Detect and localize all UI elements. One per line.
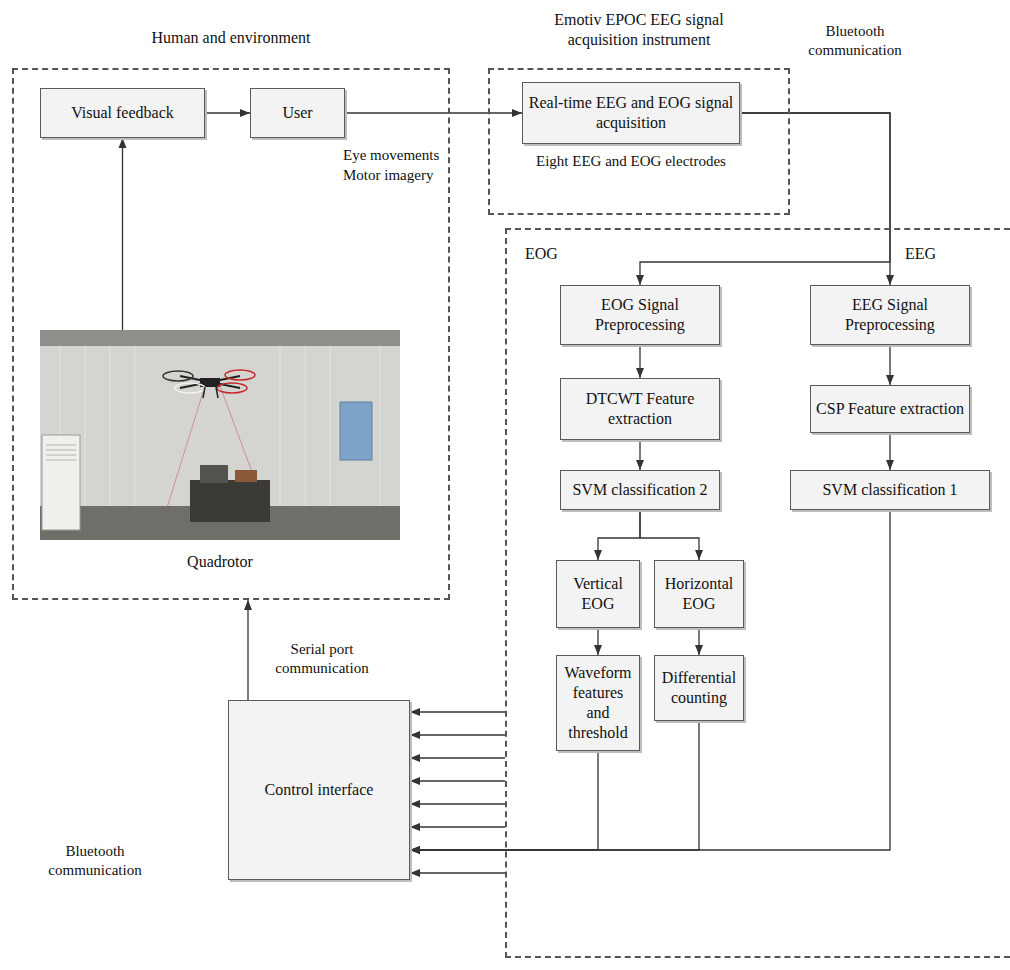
flow-arrow xyxy=(410,721,699,850)
box-text: Control interface xyxy=(265,780,374,800)
quadrotor xyxy=(163,370,255,398)
flow-arrow xyxy=(410,803,505,804)
process-box: Real-time EEG and EOG signal acquisition xyxy=(522,82,740,144)
dashed-region: EOG EEG EOG Signal Preprocessing EEG Signal… xyxy=(505,228,1010,958)
process-box: Visual feedback xyxy=(40,88,205,138)
box-text: EOG Signal Preprocessing xyxy=(566,295,714,335)
flow-arrow xyxy=(598,510,640,560)
process-box: DTCWT Feature extraction xyxy=(560,378,720,440)
wall-poster xyxy=(340,402,372,460)
photo-frame: Quadrotor xyxy=(40,330,400,540)
flow-arrow xyxy=(410,734,505,735)
annotation-label: Eight EEG and EOG electrodes xyxy=(531,152,731,171)
flow-arrow xyxy=(122,138,123,330)
annotation-label: Bluetooth communication xyxy=(40,842,150,880)
process-box: SVM classification 1 xyxy=(790,470,990,510)
annotation-label: Motor imagery xyxy=(343,166,433,185)
flow-arrow xyxy=(889,345,890,385)
flow-arrow xyxy=(410,751,598,850)
flow-arrow xyxy=(205,112,250,113)
process-box: EEG Signal Preprocessing xyxy=(810,285,970,345)
process-box: SVM classification 2 xyxy=(560,470,720,510)
flow-arrow xyxy=(410,711,505,712)
region-heading: Quadrotor xyxy=(40,552,400,572)
flow-arrow xyxy=(639,345,640,378)
flow-arrow xyxy=(640,510,699,560)
flow-arrow xyxy=(410,757,505,758)
equipment-table xyxy=(190,480,270,522)
flow-arrow xyxy=(597,628,598,655)
wall-stripes xyxy=(60,346,380,506)
air-conditioner-grille xyxy=(46,445,76,460)
process-box: Vertical EOG xyxy=(556,560,640,628)
box-text: DTCWT Feature extraction xyxy=(566,389,714,429)
region-heading: EEG xyxy=(905,244,936,264)
flow-arrow xyxy=(410,510,890,850)
box-text: Visual feedback xyxy=(71,103,174,123)
flow-arrow xyxy=(410,872,505,873)
flow-arrow xyxy=(247,600,248,700)
box-text: Real-time EEG and EOG signal acquisition xyxy=(528,93,734,133)
flow-arrow xyxy=(639,440,640,470)
flow-arrow xyxy=(889,433,890,470)
region-heading: Emotiv EPOC EEG signal acquisition instr… xyxy=(539,10,739,50)
quadrotor-photo xyxy=(40,330,400,540)
wall xyxy=(40,330,400,540)
process-box: Differential counting xyxy=(654,655,744,721)
region-heading: Human and environment xyxy=(14,28,448,48)
box-text: CSP Feature extraction xyxy=(816,399,964,419)
air-conditioner xyxy=(42,435,80,530)
box-text: SVM classification 1 xyxy=(822,480,957,500)
process-box: Waveform features and threshold xyxy=(556,655,640,751)
equipment-box xyxy=(235,470,257,482)
equipment-box xyxy=(200,465,228,483)
box-text: Vertical EOG xyxy=(562,574,634,614)
flow-arrow xyxy=(698,628,699,655)
region-heading: EOG xyxy=(525,244,558,264)
flow-arrow xyxy=(410,780,505,781)
box-text: User xyxy=(282,103,312,123)
annotation-label: Serial port communication xyxy=(262,640,382,678)
flow-arrow xyxy=(410,826,505,827)
annotation-label: Bluetooth communication xyxy=(800,22,910,60)
process-box: EOG Signal Preprocessing xyxy=(560,285,720,345)
dashed-region: Emotiv EPOC EEG signal acquisition instr… xyxy=(488,68,790,215)
flow-arrow xyxy=(740,113,890,285)
process-box: User xyxy=(250,88,345,138)
box-text: Horizontal EOG xyxy=(660,574,738,614)
box-text: SVM classification 2 xyxy=(572,480,707,500)
process-box: Control interface xyxy=(228,700,410,880)
ceiling xyxy=(40,330,400,346)
box-text: Waveform features and threshold xyxy=(562,663,634,743)
process-box: Horizontal EOG xyxy=(654,560,744,628)
annotation-label: Eye movements xyxy=(343,146,439,165)
box-text: EEG Signal Preprocessing xyxy=(816,295,964,335)
box-text: Differential counting xyxy=(660,668,738,708)
process-box: CSP Feature extraction xyxy=(810,385,970,433)
flow-arrow xyxy=(345,112,522,113)
